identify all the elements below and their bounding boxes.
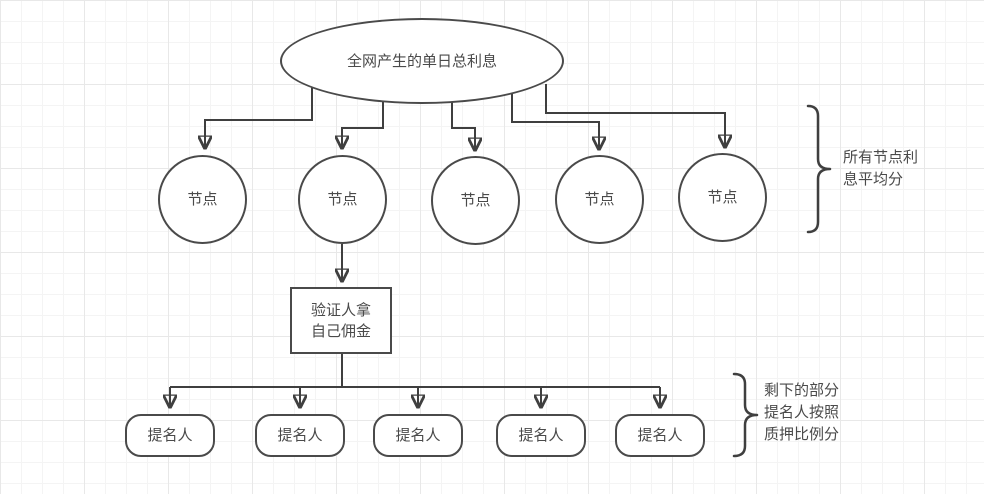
annotation-line: 剩下的部分	[764, 382, 840, 399]
nominator-label: 提名人	[147, 427, 193, 444]
connector-root-to-node-2[interactable]	[342, 101, 384, 148]
node-label: 节点	[584, 191, 615, 208]
annotation-line: 息平均分	[843, 171, 904, 188]
nominator-pill-4[interactable]: 提名人	[496, 414, 586, 457]
annotation-nominators-share[interactable]: 剩下的部分 提名人按照 质押比例分	[764, 380, 839, 446]
annotation-nodes-share[interactable]: 所有节点利 息平均分	[843, 147, 918, 191]
nominator-label: 提名人	[277, 427, 323, 444]
annotation-line: 所有节点利	[843, 149, 919, 166]
node-label: 节点	[460, 192, 491, 209]
connector-root-to-node-5[interactable]	[545, 84, 725, 147]
nominator-label: 提名人	[395, 427, 441, 444]
node-circle-2[interactable]: 节点	[298, 155, 387, 244]
nominator-label: 提名人	[637, 427, 683, 444]
node-label: 节点	[327, 191, 358, 208]
root-ellipse[interactable]: 全网产生的单日总利息	[280, 18, 564, 104]
connector-root-to-node-3[interactable]	[451, 101, 475, 150]
nominator-pill-2[interactable]: 提名人	[255, 414, 345, 457]
validator-label-line1: 验证人拿	[310, 301, 371, 319]
node-label: 节点	[187, 191, 218, 208]
connector-root-to-node-4[interactable]	[511, 92, 599, 149]
nominator-pill-5[interactable]: 提名人	[615, 414, 705, 457]
connector-root-to-node-1[interactable]	[205, 86, 313, 148]
root-label: 全网产生的单日总利息	[346, 52, 497, 70]
node-label: 节点	[707, 189, 738, 206]
node-circle-3[interactable]: 节点	[431, 156, 520, 245]
node-circle-4[interactable]: 节点	[555, 155, 644, 244]
annotation-line: 提名人按照	[764, 404, 840, 421]
nominator-label: 提名人	[518, 427, 564, 444]
nominator-pill-3[interactable]: 提名人	[373, 414, 463, 457]
node-circle-1[interactable]: 节点	[158, 155, 247, 244]
annotation-line: 质押比例分	[764, 426, 840, 443]
node-circle-5[interactable]: 节点	[678, 153, 767, 242]
validator-rect[interactable]: 验证人拿 自己佣金	[290, 287, 392, 354]
brace-nodes-share[interactable]	[806, 104, 832, 234]
nominator-pill-1[interactable]: 提名人	[125, 414, 215, 457]
validator-label-line2: 自己佣金	[310, 322, 371, 340]
brace-nominators-share[interactable]	[732, 372, 759, 458]
